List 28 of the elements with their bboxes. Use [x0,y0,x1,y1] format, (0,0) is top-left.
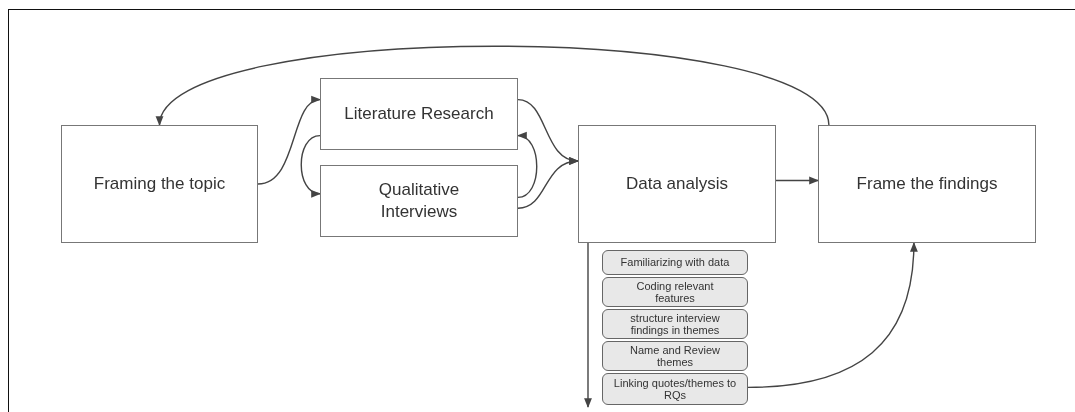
box-label: structure interview findings in themes [629,311,721,337]
step-box [602,373,748,405]
arrow [584,242,592,408]
arrow [747,242,918,389]
box-label: Qualitative Interviews [377,178,461,223]
arrow [775,176,819,185]
box-label: Linking quotes/themes to RQs [612,376,738,402]
arrow [517,133,538,199]
process-box [61,125,258,243]
box-label: Literature Research [344,102,494,125]
box-label: Name and Review themes [629,343,721,369]
step-box [602,341,748,371]
step-box [602,309,748,339]
process-box [320,78,518,150]
process-box [578,125,776,243]
arrow [158,45,830,126]
box-label: Frame the findings [856,172,998,195]
box-label: Framing the topic [93,172,226,195]
step-box [602,277,748,307]
arrow [517,158,579,209]
arrow [300,134,321,196]
box-label: Coding relevant features [635,279,715,305]
box-label: Familiarizing with data [620,256,730,269]
step-box [602,250,748,275]
process-box [320,165,518,237]
arrow [257,97,321,185]
process-box [818,125,1036,243]
box-label: Data analysis [625,172,729,195]
